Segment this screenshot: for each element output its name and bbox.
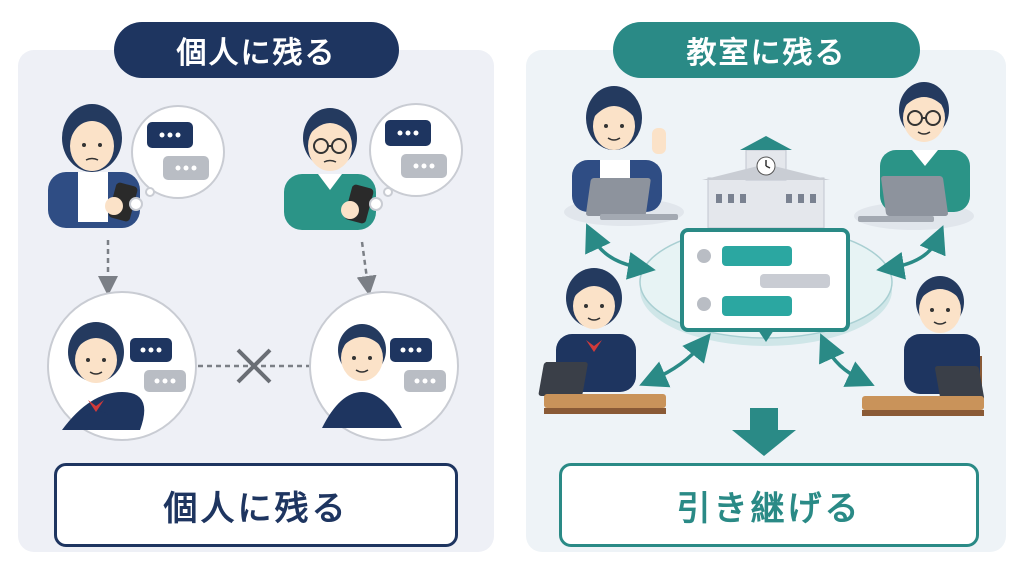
- student-girl-circle: [47, 291, 197, 441]
- personal-heading: 個人に残る: [114, 22, 399, 78]
- arrow-teacher-male: [876, 225, 946, 280]
- school-building-icon: [702, 136, 830, 229]
- arrow-teacher-female: [585, 223, 656, 280]
- student-boy-at-desk: [862, 276, 985, 416]
- down-arrow-icon: [732, 408, 796, 456]
- arrow-student-boy: [819, 333, 875, 387]
- thought-bubble-man: [369, 103, 463, 211]
- personal-result: 個人に残る: [54, 463, 458, 547]
- student-girl-at-desk: [538, 268, 666, 414]
- thought-bubble-woman: [129, 105, 225, 211]
- teacher-male-with-phone: [284, 108, 376, 230]
- teacher-female-with-phone: [48, 104, 140, 228]
- teacher-male-with-laptop: [854, 82, 974, 230]
- arrow-student-girl: [639, 333, 711, 388]
- classroom-heading: 教室に残る: [613, 22, 920, 78]
- classroom-result: 引き継げる: [559, 463, 979, 547]
- cross-icon: [236, 348, 272, 384]
- arrow-down-right: [356, 241, 377, 296]
- connection-arrows: [585, 223, 946, 388]
- teacher-female-with-laptop: [564, 86, 684, 226]
- shared-chat-board: [680, 228, 850, 342]
- student-boy-circle: [309, 291, 459, 441]
